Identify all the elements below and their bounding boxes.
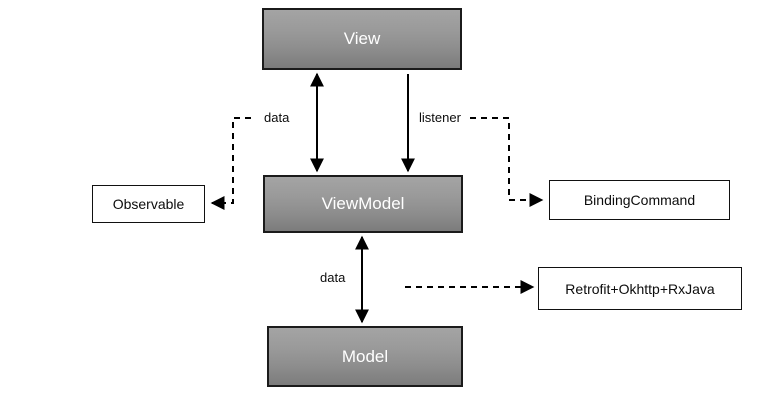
edge-viewmodel-observable-data: [210, 117, 251, 210]
node-viewmodel-label: ViewModel: [321, 194, 405, 213]
edge-label-data-top: data: [262, 110, 292, 125]
node-bindingcommand[interactable]: BindingCommand: [549, 180, 730, 220]
edge-view-bindingcommand-listener: [470, 117, 544, 207]
edge-label-data-bottom: data: [318, 270, 348, 285]
node-viewmodel[interactable]: ViewModel: [263, 175, 463, 233]
node-view-label: View: [343, 29, 381, 48]
node-observable[interactable]: Observable: [92, 185, 205, 223]
node-observable-label: Observable: [112, 196, 185, 212]
edge-label-listener: listener: [417, 110, 463, 125]
node-model[interactable]: Model: [267, 326, 463, 387]
node-bindingcommand-label: BindingCommand: [583, 192, 696, 208]
node-view[interactable]: View: [262, 8, 462, 70]
node-model-label: Model: [341, 346, 389, 366]
node-network[interactable]: Retrofit+Okhttp+RxJava: [538, 267, 742, 310]
node-network-label: Retrofit+Okhttp+RxJava: [565, 280, 715, 297]
